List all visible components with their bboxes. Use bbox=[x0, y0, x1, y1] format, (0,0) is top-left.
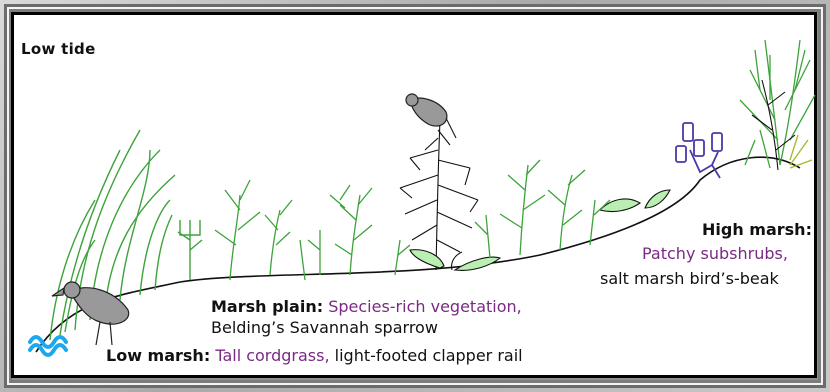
water-icon bbox=[30, 337, 66, 355]
marsh-plain-species: Belding’s Savannah sparrow bbox=[211, 318, 438, 337]
low-marsh-label: Low marsh: Tall cordgrass, light-footed … bbox=[106, 346, 523, 365]
marsh-plain-vegetation: Species-rich vegetation, bbox=[328, 297, 522, 316]
pickleweed-icon bbox=[178, 220, 202, 280]
savannah-sparrow-icon bbox=[406, 94, 456, 138]
marsh-plain-label: Marsh plain: Species-rich vegetation, bbox=[211, 297, 522, 316]
shrub-tree-icon bbox=[400, 120, 478, 270]
leaf-plant-icon bbox=[410, 190, 670, 270]
low-marsh-vegetation: Tall cordgrass, bbox=[215, 346, 329, 365]
high-marsh-vegetation: Patchy subshrubs, bbox=[642, 244, 788, 263]
low-marsh-heading: Low marsh: bbox=[106, 346, 210, 365]
high-marsh-heading: High marsh: bbox=[702, 220, 812, 239]
birds-beak-flower-icon bbox=[676, 123, 722, 178]
high-marsh-species: salt marsh bird’s-beak bbox=[600, 269, 779, 288]
marsh-plain-heading: Marsh plain: bbox=[211, 297, 323, 316]
right-shrubs-icon bbox=[475, 160, 610, 258]
low-marsh-species: light-footed clapper rail bbox=[335, 346, 523, 365]
tide-title: Low tide bbox=[21, 40, 96, 59]
high-marsh-ground-plants-icon bbox=[790, 135, 812, 168]
marsh-plain-shrubs-icon bbox=[215, 180, 410, 280]
